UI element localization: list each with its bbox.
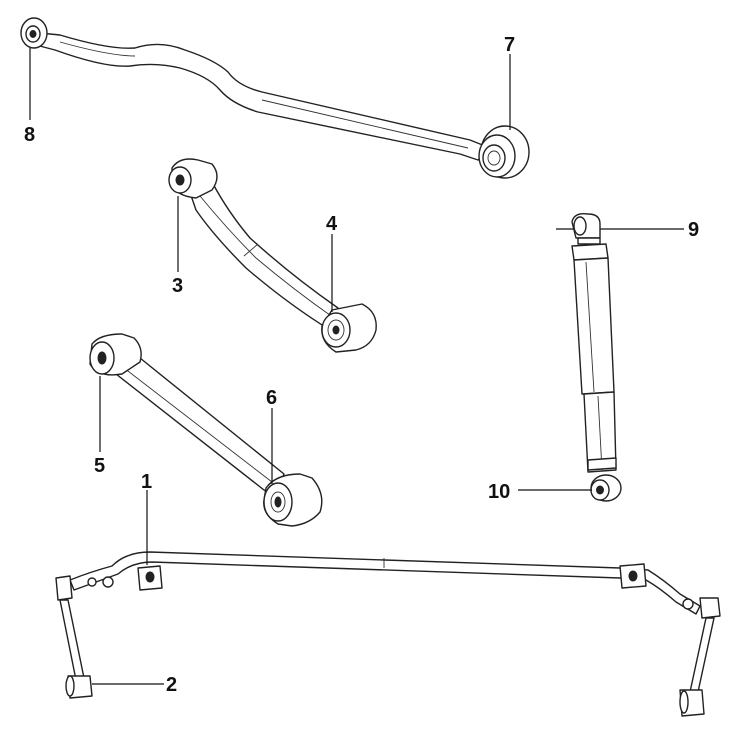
callout-1: 1 — [141, 471, 152, 493]
callout-labels: 1 2 3 4 5 6 7 8 9 10 — [24, 34, 699, 696]
callout-3: 3 — [172, 275, 183, 297]
callout-8: 8 — [24, 124, 35, 146]
upper-control-arm — [168, 158, 377, 353]
callout-4: 4 — [326, 213, 338, 235]
lower-control-arm — [89, 333, 323, 527]
sway-bar — [55, 551, 721, 717]
leader-lines — [29, 48, 684, 685]
callout-10: 10 — [488, 481, 510, 503]
shock-absorber — [556, 212, 622, 502]
callout-6: 6 — [266, 387, 277, 409]
callout-7: 7 — [504, 34, 515, 56]
track-bar — [20, 17, 530, 179]
callout-2: 2 — [166, 674, 177, 696]
callout-9: 9 — [688, 219, 699, 241]
callout-5: 5 — [94, 455, 105, 477]
